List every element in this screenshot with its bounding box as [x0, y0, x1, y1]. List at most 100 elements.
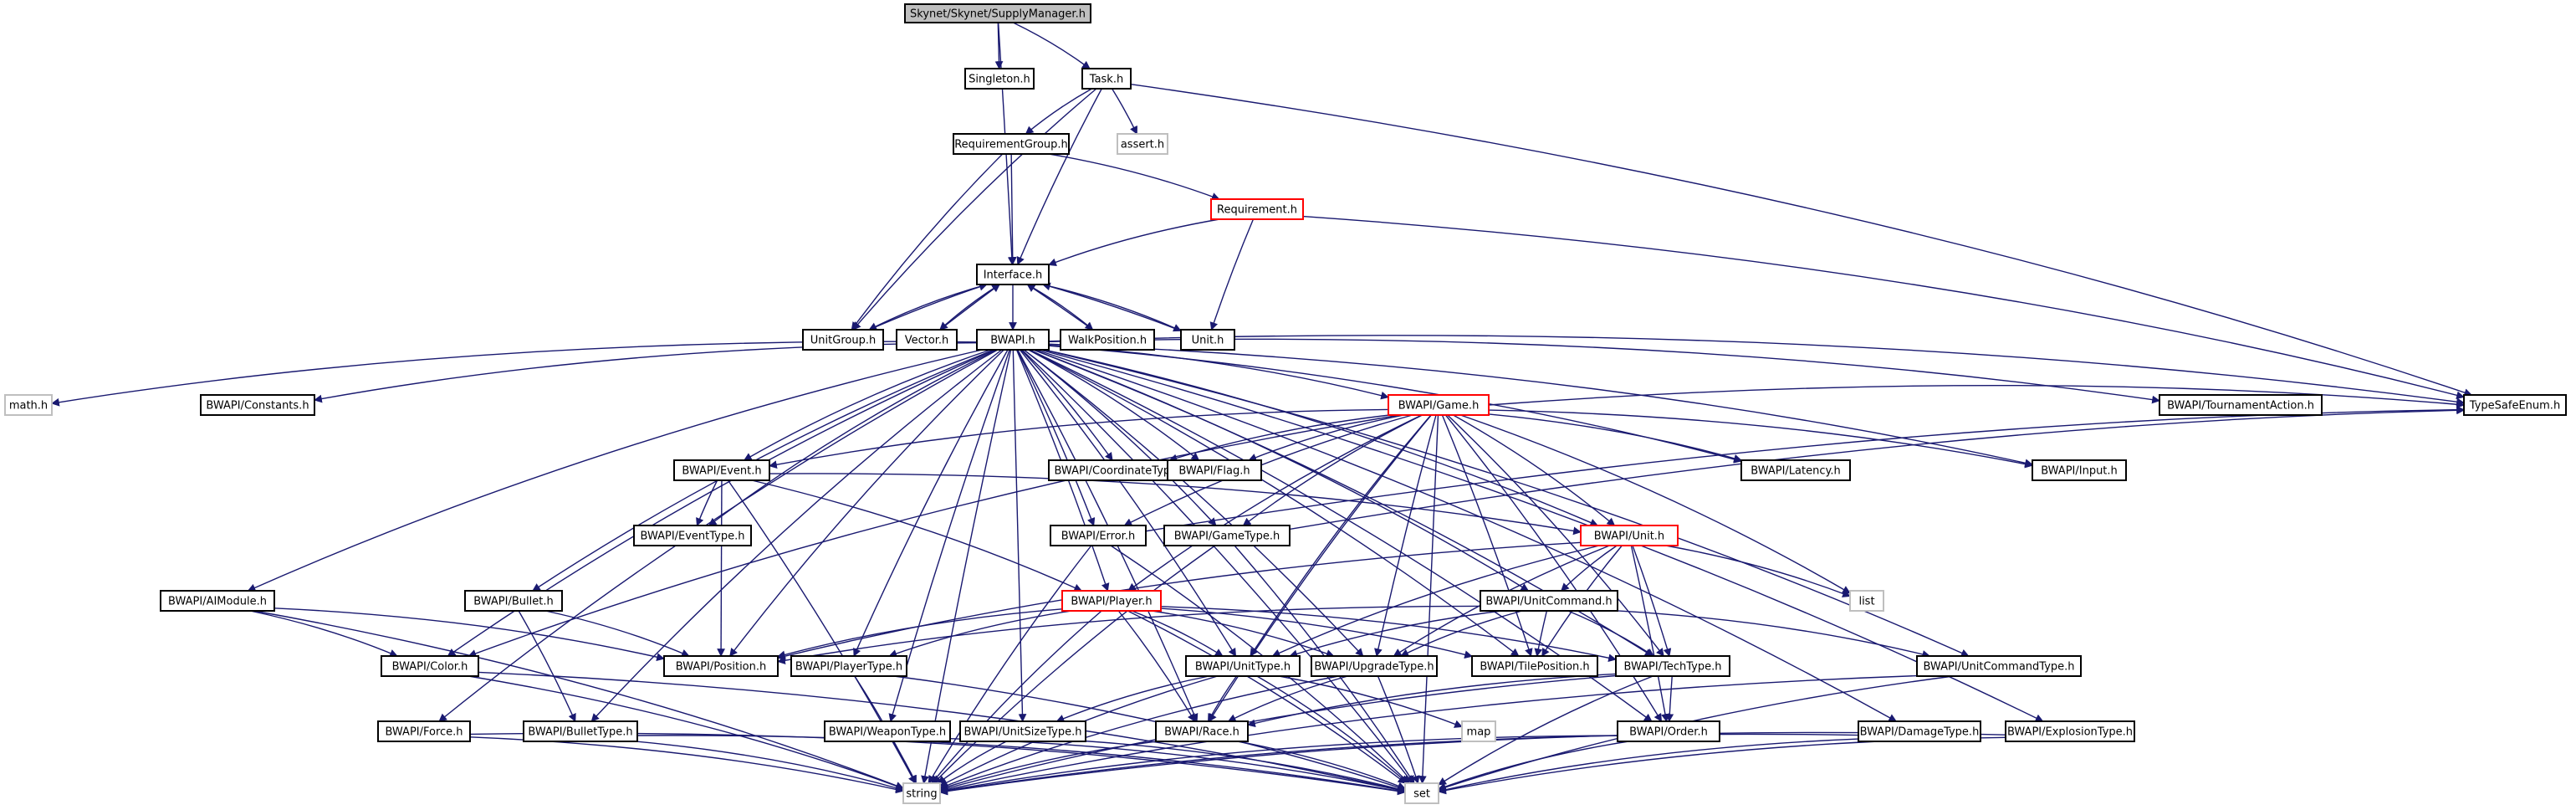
- node-task[interactable]: Task.h: [1081, 68, 1132, 90]
- node-label: BWAPI/GameType.h: [1174, 531, 1280, 543]
- node-weapontype[interactable]: BWAPI/WeaponType.h: [824, 720, 951, 742]
- edge-bwapi-to-bullettype: [590, 349, 1003, 722]
- node-techtype[interactable]: BWAPI/TechType.h: [1615, 655, 1730, 677]
- node-label: Task.h: [1089, 74, 1123, 86]
- edge-player-to-position: [777, 608, 1063, 659]
- node-box: [1060, 329, 1155, 351]
- node-aimodule[interactable]: BWAPI/AIModule.h: [160, 590, 275, 612]
- node-race[interactable]: BWAPI/Race.h: [1155, 720, 1249, 742]
- node-map[interactable]: map: [1461, 720, 1496, 742]
- edge-unitcommandtype-to-string: [939, 674, 1918, 794]
- node-box: [633, 525, 752, 546]
- node-label: Singleton.h: [969, 74, 1030, 86]
- node-bullettype[interactable]: BWAPI/BulletType.h: [523, 720, 638, 742]
- node-label: BWAPI/Latency.h: [1751, 465, 1840, 478]
- node-box: [1185, 655, 1301, 677]
- edge-bwapi-to-set: [1021, 349, 1413, 784]
- node-event[interactable]: BWAPI/Event.h: [673, 459, 770, 481]
- edge-unitcommand-to-unittype: [1289, 610, 1502, 658]
- edge-techtype-to-order: [1665, 675, 1674, 722]
- node-box: [2032, 459, 2127, 481]
- node-label: BWAPI.h: [990, 335, 1035, 347]
- node-box: [1081, 68, 1132, 90]
- node-box: [1849, 590, 1884, 612]
- node-bwapi[interactable]: BWAPI.h: [976, 329, 1050, 351]
- edge-game-to-input: [1488, 409, 2033, 469]
- edge-bwapi-to-flag: [1028, 349, 1200, 461]
- node-flag[interactable]: BWAPI/Flag.h: [1167, 459, 1262, 481]
- edge-aimodule-to-color: [249, 610, 398, 658]
- edge-player-to-string: [931, 610, 1102, 784]
- node-color[interactable]: BWAPI/Color.h: [381, 655, 479, 677]
- node-label: BWAPI/ExplosionType.h: [2007, 726, 2133, 739]
- node-box: [160, 590, 275, 612]
- node-game[interactable]: BWAPI/Game.h: [1388, 394, 1490, 416]
- node-set[interactable]: set: [1404, 782, 1439, 804]
- edge-interface-to-unit: [1042, 284, 1182, 332]
- edge-bwapi-to-tileposition: [1028, 349, 1520, 657]
- edge-unittype-to-map: [1279, 675, 1463, 728]
- node-interface[interactable]: Interface.h: [976, 264, 1050, 285]
- node-box: [464, 590, 563, 612]
- node-position[interactable]: BWAPI/Position.h: [663, 655, 779, 677]
- node-force[interactable]: BWAPI/Force.h: [377, 720, 471, 742]
- node-assert[interactable]: assert.h: [1117, 133, 1168, 155]
- node-box: [1471, 655, 1598, 677]
- node-math[interactable]: math.h: [4, 394, 53, 416]
- edge-player-to-tileposition: [1160, 608, 1473, 659]
- node-vector[interactable]: Vector.h: [896, 329, 958, 351]
- node-error[interactable]: BWAPI/Error.h: [1050, 525, 1147, 546]
- node-eventtype[interactable]: BWAPI/EventType.h: [633, 525, 752, 546]
- node-tournament[interactable]: BWAPI/TournamentAction.h: [2159, 394, 2323, 416]
- node-string[interactable]: string: [902, 782, 941, 804]
- edge-techtype-to-string: [939, 674, 1617, 792]
- node-unitcommand[interactable]: BWAPI/UnitCommand.h: [1480, 590, 1618, 612]
- edge-race-to-set: [1237, 741, 1406, 790]
- edge-player-to-race: [1117, 610, 1196, 722]
- node-box: [1580, 525, 1679, 546]
- edge-bwapi-to-input: [1048, 343, 2033, 468]
- node-playertype[interactable]: BWAPI/PlayerType.h: [790, 655, 907, 677]
- node-unitgroup[interactable]: UnitGroup.h: [802, 329, 884, 351]
- edge-weapontype-to-string: [892, 741, 917, 784]
- node-requirement[interactable]: Requirement.h: [1210, 198, 1304, 220]
- node-damagetype[interactable]: BWAPI/DamageType.h: [1858, 720, 1981, 742]
- node-typesafe[interactable]: TypeSafeEnum.h: [2463, 394, 2567, 416]
- node-reqgroup[interactable]: RequirementGroup.h: [953, 133, 1070, 155]
- node-list[interactable]: list: [1849, 590, 1884, 612]
- edge-aimodule-to-string: [253, 610, 904, 790]
- node-box: [2159, 394, 2323, 416]
- node-root[interactable]: Skynet/Skynet/SupplyManager.h: [904, 3, 1091, 23]
- node-unitsizetype[interactable]: BWAPI/UnitSizeType.h: [959, 720, 1086, 742]
- edge-bwapi-to-event: [743, 349, 991, 461]
- node-box: [790, 655, 907, 677]
- node-player[interactable]: BWAPI/Player.h: [1061, 590, 1162, 612]
- node-box: [1180, 329, 1235, 351]
- edge-gametype-to-typesafe: [1289, 406, 2465, 531]
- edge-upgradetype-to-set: [1377, 675, 1420, 784]
- node-explosiontype[interactable]: BWAPI/ExplosionType.h: [2005, 720, 2135, 742]
- node-unittype[interactable]: BWAPI/UnitType.h: [1185, 655, 1301, 677]
- node-upgradetype[interactable]: BWAPI/UpgradeType.h: [1311, 655, 1438, 677]
- node-tileposition[interactable]: BWAPI/TilePosition.h: [1471, 655, 1598, 677]
- node-order[interactable]: BWAPI/Order.h: [1617, 720, 1720, 742]
- node-singleton[interactable]: Singleton.h: [964, 68, 1035, 90]
- node-bullet[interactable]: BWAPI/Bullet.h: [464, 590, 563, 612]
- edge-game-to-event: [769, 408, 1389, 469]
- edge-reqgroup-to-interface: [1008, 153, 1017, 265]
- node-bwunit[interactable]: BWAPI/Unit.h: [1580, 525, 1679, 546]
- edge-aimodule-to-position: [273, 608, 665, 662]
- node-unit[interactable]: Unit.h: [1180, 329, 1235, 351]
- node-unitcommandtype[interactable]: BWAPI/UnitCommandType.h: [1916, 655, 2082, 677]
- node-box: [959, 720, 1086, 742]
- node-box: [523, 720, 638, 742]
- node-input[interactable]: BWAPI/Input.h: [2032, 459, 2127, 481]
- node-box: [824, 720, 951, 742]
- edge-game-to-gametype: [1242, 414, 1423, 526]
- node-latency[interactable]: BWAPI/Latency.h: [1740, 459, 1851, 481]
- edge-requirement-to-interface: [1048, 218, 1220, 266]
- edge-unitcommand-to-upgradetype: [1400, 610, 1523, 657]
- node-walkpos[interactable]: WalkPosition.h: [1060, 329, 1155, 351]
- node-constants[interactable]: BWAPI/Constants.h: [200, 394, 315, 416]
- node-gametype[interactable]: BWAPI/GameType.h: [1163, 525, 1291, 546]
